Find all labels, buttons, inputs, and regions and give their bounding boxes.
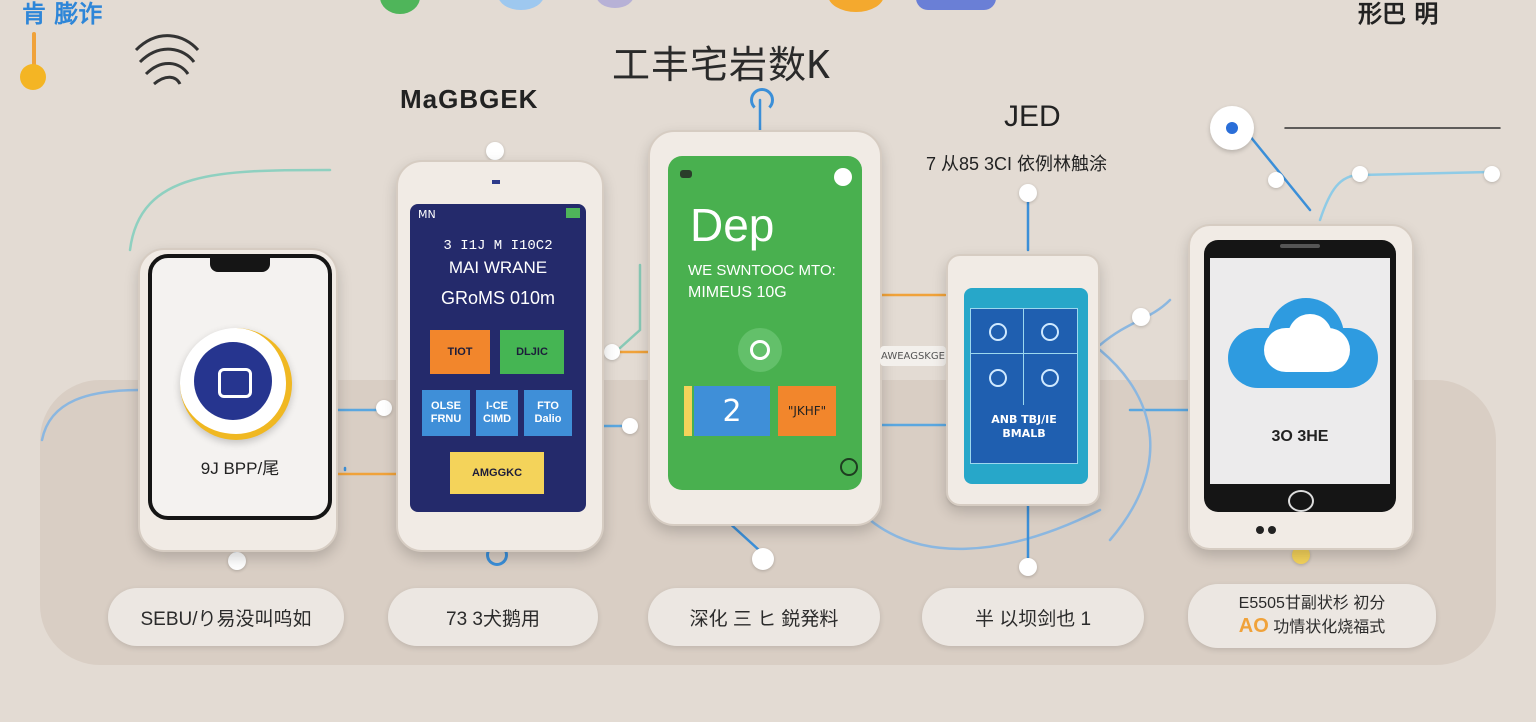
tile-blue-2[interactable]: I-CE CIMD <box>476 390 518 436</box>
status-dot <box>680 170 692 178</box>
battery-icon <box>566 208 580 218</box>
step-pill-2[interactable]: 73 3犬鹅用 <box>388 588 598 646</box>
phone-5-screen: 3O 3HE <box>1210 258 1390 484</box>
page-title: 工丰宅岩数K <box>612 43 831 87</box>
home-button[interactable] <box>1288 490 1314 512</box>
yellow-bar <box>684 386 692 436</box>
step-pill-5[interactable]: E5505甘副状杉 初分 AO 功情状化烧福式 <box>1188 584 1436 648</box>
connector-node <box>622 418 638 434</box>
phone-1[interactable]: 9J BPP/尾 <box>138 248 338 552</box>
phone-2-line3: GRoMS 010m <box>440 288 556 308</box>
grid-circle-icon <box>1041 369 1059 387</box>
jed-subtitle: 7 从85 3CI 依例林触涂 <box>926 154 1108 174</box>
phone-4-screen: ANB TBJ/IE BMALB <box>964 288 1088 484</box>
thermometer-icon <box>20 64 46 90</box>
settings-icon[interactable] <box>840 458 858 476</box>
phone-2-screen: MN 3 I1J M I10C2 MAI WRANE GRoMS 010m TI… <box>410 204 586 512</box>
grid-circle-icon <box>989 323 1007 341</box>
phone-2-line2: MAI WRANE <box>448 258 548 277</box>
cloud-icon <box>1228 298 1378 388</box>
phone-2[interactable]: MN 3 I1J M I10C2 MAI WRANE GRoMS 010m TI… <box>396 160 604 552</box>
tile-orange[interactable]: TIOT <box>430 330 490 374</box>
phone-5-caption: 3O 3HE <box>1271 428 1329 445</box>
phone-5[interactable]: 3O 3HE <box>1188 224 1414 550</box>
phone-3-heading: Dep <box>690 199 775 251</box>
phone-1-screen: 9J BPP/尾 <box>148 254 332 520</box>
top-right-fragment: 形巴 明 <box>1358 0 1439 28</box>
phone-3-line2: MIMEUS 10G <box>688 284 787 301</box>
top-left-fragment: 肯 膨诈 <box>22 0 103 28</box>
phone-3-screen: Dep WE SWNTOOC MTO: MIMEUS 10G 2 "JKHF" <box>668 156 862 490</box>
connector-node <box>1019 184 1037 202</box>
step-pill-5-line2: 功情状化烧福式 <box>1273 619 1386 636</box>
orange-circle-icon <box>828 0 884 12</box>
step-pill-1[interactable]: SEBU/り易没叫呜如 <box>108 588 344 646</box>
connector-node <box>1019 558 1037 576</box>
phone-2-line1: 3 I1J M I10C2 <box>443 238 553 254</box>
grid-bottom-label: ANB TBJ/IE BMALB <box>991 413 1057 440</box>
connector-node <box>486 142 504 160</box>
step-pill-4[interactable]: 半 以坝剑也 1 <box>922 588 1144 646</box>
orange-tile[interactable]: "JKHF" <box>778 386 836 436</box>
ring-node <box>486 544 508 566</box>
phone-3[interactable]: Dep WE SWNTOOC MTO: MIMEUS 10G 2 "JKHF" <box>648 130 882 526</box>
connector-node <box>752 548 774 570</box>
connector-node <box>376 400 392 416</box>
green-circle-icon <box>380 0 420 14</box>
lilac-circle-icon <box>596 0 634 8</box>
phone-4[interactable]: ANB TBJ/IE BMALB <box>946 254 1100 506</box>
phone-1-caption: 9J BPP/尾 <box>200 459 280 478</box>
tile-blue-3[interactable]: FTO Dalio <box>524 390 572 436</box>
phone-5-bezel: 3O 3HE <box>1204 240 1396 512</box>
grid-circle-icon <box>1041 323 1059 341</box>
connector-node <box>228 552 246 570</box>
connector-node <box>1268 172 1284 188</box>
connector-node <box>1132 308 1150 326</box>
tile-blue-1[interactable]: OLSE FRNU <box>422 390 470 436</box>
side-tag: AWEAGSKGE <box>880 346 946 366</box>
number-tile[interactable]: 2 <box>694 386 770 436</box>
status-left: MN <box>418 208 436 221</box>
target-node <box>1210 106 1254 150</box>
connector-node <box>1352 166 1368 182</box>
blue-circle-icon <box>498 0 544 10</box>
grid-panel: ANB TBJ/IE BMALB <box>970 308 1078 464</box>
tile-green[interactable]: DLJIC <box>500 330 564 374</box>
wifi-swirl-icon <box>134 34 200 86</box>
brand-label: MaGBGEK <box>400 84 539 114</box>
camera-icon <box>834 168 852 186</box>
step-pill-5-line1: E5505甘副状杉 初分 <box>1238 595 1386 612</box>
step-pill-3[interactable]: 深化 三 ヒ 鋭発料 <box>648 588 880 646</box>
jed-title: JED <box>1004 100 1061 133</box>
phone-3-line1: WE SWNTOOC MTO: <box>688 262 836 279</box>
connector-node <box>604 344 620 360</box>
tile-yellow[interactable]: AMGGKC <box>450 452 544 494</box>
grid-circle-icon <box>989 369 1007 387</box>
connector-node <box>1484 166 1500 182</box>
connector-node-yellow <box>1292 546 1310 564</box>
step-pill-5-line2-wrap: AO 功情状化烧福式 <box>1239 615 1385 639</box>
ai-badge: AO <box>1238 615 1269 637</box>
camera-dot <box>492 180 500 184</box>
notch <box>210 258 270 272</box>
record-button[interactable] <box>738 328 782 372</box>
dial-face-icon <box>180 328 292 440</box>
ring-node <box>750 88 774 112</box>
blue-pill-icon <box>916 0 996 10</box>
